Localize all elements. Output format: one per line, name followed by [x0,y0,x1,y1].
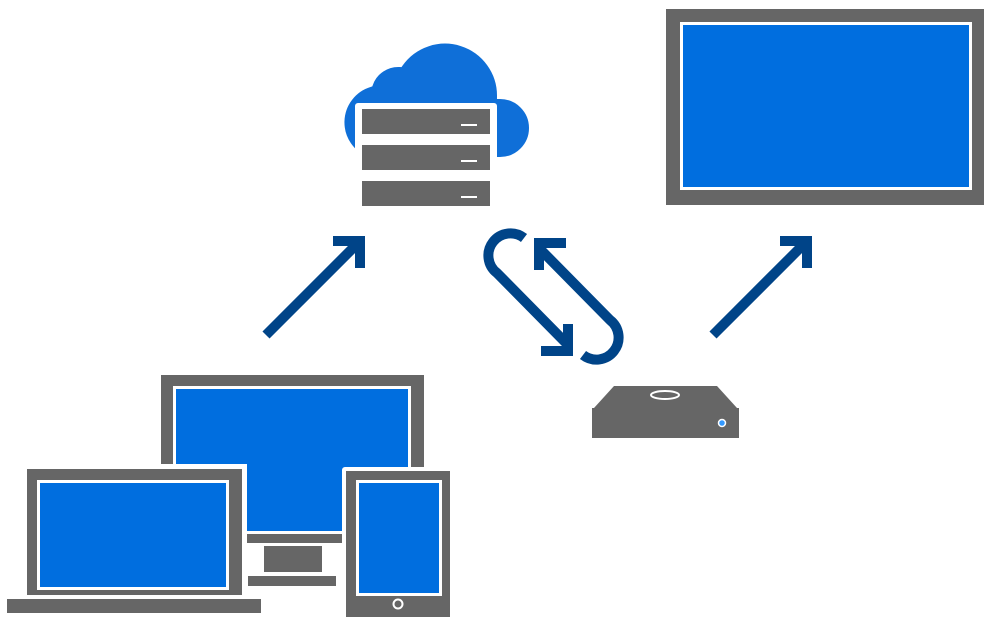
laptop-icon [3,464,265,617]
server-rack-icon [355,103,497,213]
tv-screen [683,25,969,187]
box-top [594,386,737,408]
set-top-box-icon [588,381,743,442]
server-unit [362,145,490,170]
server-unit [362,109,490,134]
server-unit [362,181,490,206]
box-power-button [650,390,680,400]
tv-display-icon [662,5,988,209]
laptop-screen [40,483,226,587]
monitor-base [248,576,336,586]
monitor-neck [264,546,322,574]
tablet-screen [359,483,439,593]
cloud-server-icon [338,37,535,213]
box-led [717,418,727,428]
laptop-base [7,599,261,613]
tablet-home-button [392,598,404,610]
arrow-upload [262,236,365,339]
box-body [592,408,739,438]
arrow-display [709,236,812,339]
sync-arrows-icon [483,228,624,365]
tablet-icon [342,467,454,621]
